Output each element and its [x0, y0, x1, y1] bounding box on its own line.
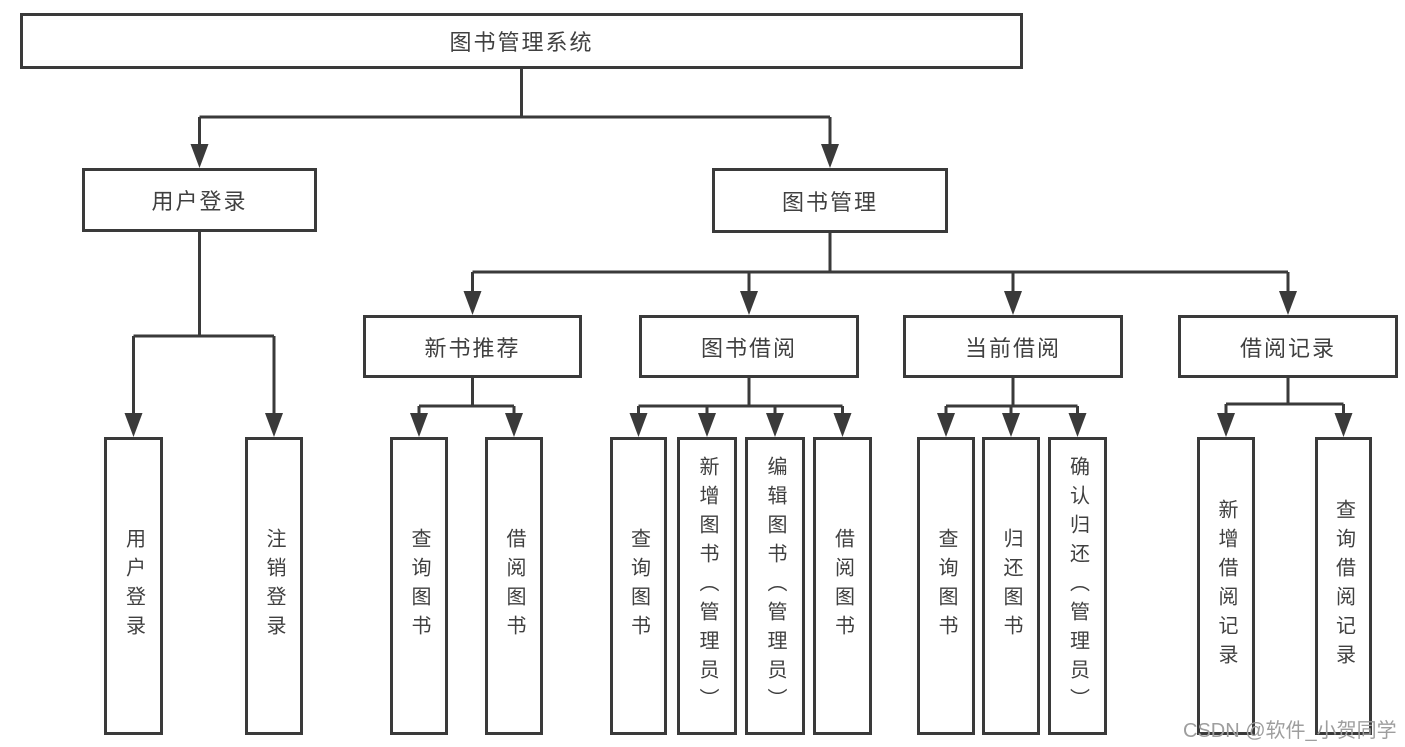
node-new-book-recommend-label: 新书推荐	[424, 335, 521, 361]
node-book-borrow: 图书借阅	[639, 315, 859, 378]
leaf-return-book: 归还图书	[982, 437, 1040, 735]
node-borrow-records: 借阅记录	[1178, 315, 1398, 378]
leaf-query-books-1-label: 查询图书	[408, 528, 430, 644]
node-book-borrow-label: 图书借阅	[700, 335, 797, 361]
leaf-logout-label: 注销登录	[263, 528, 285, 644]
leaf-add-borrow-record-label: 新增借阅记录	[1215, 499, 1237, 673]
leaf-query-books-3: 查询图书	[917, 437, 975, 735]
node-user-login-label: 用户登录	[151, 189, 248, 214]
leaf-add-book-admin-label: 新增图书（管理员）	[696, 455, 718, 717]
node-root: 图书管理系统	[20, 13, 1023, 69]
leaf-borrow-books-1: 借阅图书	[485, 437, 543, 735]
leaf-borrow-books-1-label: 借阅图书	[503, 528, 525, 644]
node-user-login: 用户登录	[82, 168, 317, 232]
node-new-book-recommend: 新书推荐	[363, 315, 582, 378]
node-borrow-records-label: 借阅记录	[1239, 335, 1336, 361]
leaf-borrow-books-2: 借阅图书	[813, 437, 872, 735]
leaf-confirm-return-admin: 确认归还（管理员）	[1048, 437, 1107, 735]
leaf-borrow-books-2-label: 借阅图书	[831, 528, 854, 644]
leaf-query-borrow-record-label: 查询借阅记录	[1332, 499, 1355, 673]
leaf-add-book-admin: 新增图书（管理员）	[677, 437, 737, 735]
leaf-return-book-label: 归还图书	[1000, 528, 1022, 644]
node-current-borrow: 当前借阅	[903, 315, 1123, 378]
leaf-user-login-label: 用户登录	[122, 528, 145, 644]
leaf-edit-book-admin-label: 编辑图书（管理员）	[764, 455, 786, 717]
node-book-management: 图书管理	[712, 168, 948, 233]
leaf-query-books-2-label: 查询图书	[627, 528, 650, 644]
leaf-query-books-1: 查询图书	[390, 437, 448, 735]
leaf-logout: 注销登录	[245, 437, 303, 735]
node-current-borrow-label: 当前借阅	[964, 335, 1061, 361]
leaf-query-books-3-label: 查询图书	[935, 528, 957, 644]
leaf-query-books-2: 查询图书	[610, 437, 667, 735]
node-root-label: 图书管理系统	[449, 30, 594, 55]
node-book-management-label: 图书管理	[781, 189, 878, 215]
leaf-user-login: 用户登录	[104, 437, 163, 735]
leaf-query-borrow-record: 查询借阅记录	[1315, 437, 1372, 735]
leaf-edit-book-admin: 编辑图书（管理员）	[745, 437, 805, 735]
leaf-add-borrow-record: 新增借阅记录	[1197, 437, 1255, 735]
leaf-confirm-return-admin-label: 确认归还（管理员）	[1066, 455, 1089, 717]
watermark: CSDN @软件_小贺同学	[1183, 720, 1397, 742]
